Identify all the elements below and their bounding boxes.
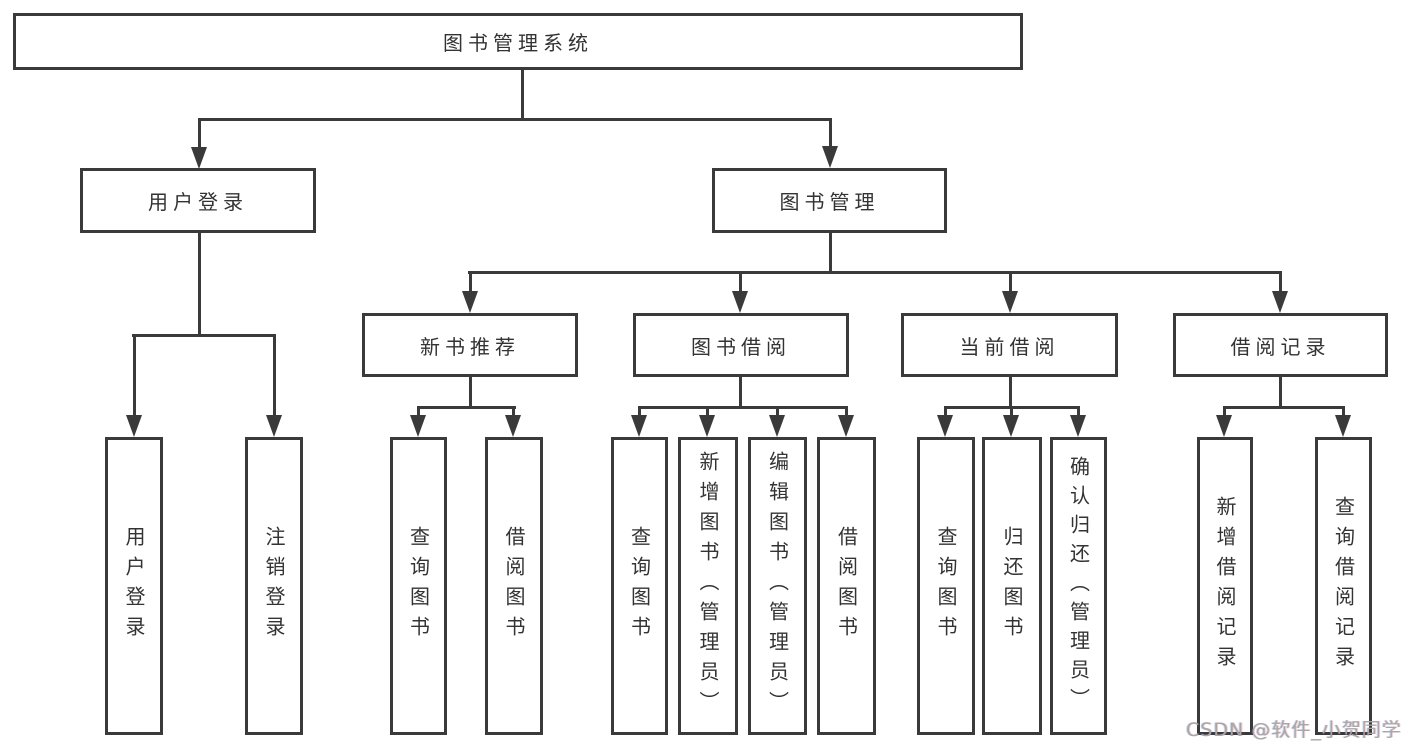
connector-recommend-trunk (469, 377, 472, 408)
arrowhead-book-management (822, 146, 838, 168)
leaf-logout: 注销登录 (245, 437, 303, 735)
connector-current-trunk (1009, 377, 1012, 408)
arrowhead-current-query (937, 415, 953, 437)
arrowhead-recommend-borrow (505, 415, 521, 437)
leaf-records-query-record: 查询借阅记录 (1315, 437, 1372, 735)
arrowhead-leaf-logout (266, 415, 282, 437)
leaf-borrow-add-book: 新增图书（管理员） (678, 437, 738, 735)
leaf-borrow-query-book: 查询图书 (611, 437, 668, 735)
arrowhead-borrow-edit (769, 415, 785, 437)
node-book-management: 图书管理 (712, 168, 947, 233)
arrowhead-records-add (1216, 415, 1232, 437)
node-user-login: 用户登录 (80, 168, 316, 233)
leaf-recommend-query-book: 查询图书 (390, 437, 447, 735)
connector-recommend-rail (417, 406, 516, 409)
connector-level3-rail (468, 271, 1282, 274)
node-current-borrowing: 当前借阅 (901, 313, 1118, 377)
connector-to-borrow-edit (776, 406, 779, 417)
node-borrowing-records: 借阅记录 (1173, 313, 1388, 377)
connector-to-current-return (1010, 406, 1013, 417)
node-root: 图书管理系统 (13, 13, 1023, 70)
connector-to-borrow-query (638, 406, 641, 417)
arrowhead-new-book-recommend (462, 291, 478, 313)
leaf-user-login: 用户登录 (105, 437, 163, 735)
connector-to-book-borrowing (739, 271, 742, 293)
connector-level2-rail (198, 118, 832, 121)
connector-to-borrow-add (706, 406, 709, 417)
connector-borrowing-rail (638, 406, 848, 409)
connector-to-leaf-logout (273, 334, 276, 417)
arrowhead-borrow-add (699, 415, 715, 437)
connector-to-leaf-user-login (133, 334, 136, 417)
connector-to-records-query (1342, 406, 1345, 417)
connector-to-user-login (198, 118, 201, 149)
arrowhead-borrow-borrow (838, 415, 854, 437)
leaf-current-return-book: 归还图书 (982, 437, 1042, 735)
arrowhead-current-confirm (1070, 415, 1086, 437)
connector-book-management-trunk (829, 233, 832, 273)
connector-to-current-borrowing (1009, 271, 1012, 293)
csdn-watermark: CSDN @软件_小贺同学 (1186, 719, 1402, 741)
leaf-borrow-borrow-book: 借阅图书 (817, 437, 876, 735)
connector-to-recommend-query (417, 406, 420, 417)
arrowhead-current-return (1003, 415, 1019, 437)
connector-to-book-management (829, 118, 832, 148)
connector-user-login-trunk (198, 233, 201, 336)
connector-records-trunk (1279, 377, 1282, 408)
node-new-book-recommend: 新书推荐 (362, 313, 578, 377)
leaf-records-add-record: 新增借阅记录 (1197, 437, 1253, 735)
arrowhead-current-borrowing (1002, 291, 1018, 313)
arrowhead-borrowing-records (1272, 291, 1288, 313)
connector-to-recommend-borrow (512, 406, 515, 417)
leaf-recommend-borrow-book: 借阅图书 (485, 437, 543, 735)
connector-user-login-rail (132, 334, 275, 337)
connector-to-records-add (1223, 406, 1226, 417)
arrowhead-records-query (1335, 415, 1351, 437)
arrowhead-recommend-query (410, 415, 426, 437)
connector-to-borrow-borrow (845, 406, 848, 417)
arrowhead-borrow-query (631, 415, 647, 437)
connector-to-current-confirm (1077, 406, 1080, 417)
connector-to-new-book-recommend (469, 271, 472, 293)
connector-to-current-query (944, 406, 947, 417)
arrowhead-book-borrowing (732, 291, 748, 313)
leaf-current-query-book: 查询图书 (917, 437, 975, 735)
leaf-current-confirm-return: 确认归还（管理员） (1050, 437, 1107, 735)
arrowhead-user-login (191, 147, 207, 169)
connector-root-trunk (521, 68, 524, 120)
node-book-borrowing: 图书借阅 (633, 313, 849, 377)
leaf-borrow-edit-book: 编辑图书（管理员） (748, 437, 807, 735)
arrowhead-leaf-user-login (126, 415, 142, 437)
connector-records-rail (1223, 406, 1345, 409)
connector-borrowing-trunk (739, 377, 742, 408)
connector-to-borrowing-records (1279, 271, 1282, 293)
